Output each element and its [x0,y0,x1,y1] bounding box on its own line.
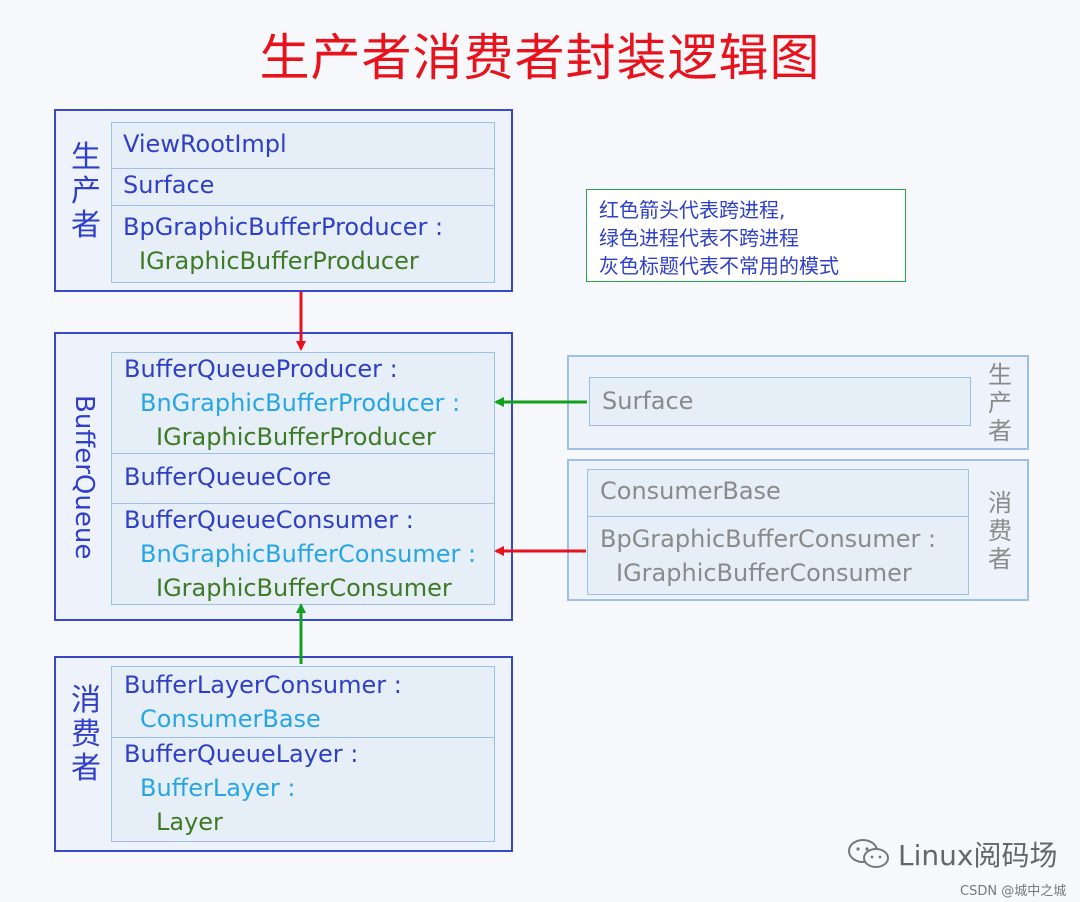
consumer-base-text: ConsumerBase [140,705,321,733]
section-layer-consumer: BufferLayerConsumer : ConsumerBase [112,667,494,737]
igbp-text: IGraphicBufferProducer [139,247,419,275]
gray-producer-label: 生 产 者 [988,361,1012,445]
watermark: Linux阅码场 [846,836,1057,872]
bq-consumer-text: BufferQueueConsumer : [124,506,414,534]
bn-producer-text: BnGraphicBufferProducer : [140,389,461,417]
producer-stack: ViewRootImpl Surface BpGraphicBufferProd… [111,122,495,283]
section-surface: Surface [112,168,494,205]
gray-igbc-text: IGraphicBufferConsumer [616,559,912,587]
layer-consumer-text: BufferLayerConsumer : [124,671,402,699]
legend-line-gray: 灰色标题代表不常用的模式 [599,254,839,278]
consumer-stack: BufferLayerConsumer : ConsumerBase Buffe… [111,666,495,842]
bq-igbc-text: IGraphicBufferConsumer [156,574,452,602]
producer-label: 生 产 者 [71,140,101,243]
bq-core-text: BufferQueueCore [124,463,332,491]
csdn-credit: CSDN @城中之城 [960,884,1067,899]
bq-igbp-text: IGraphicBufferProducer [156,423,436,451]
gray-consumer-stack: ConsumerBase BpGraphicBufferConsumer : I… [587,469,969,595]
gray-surface-text: Surface [602,387,694,415]
section-gray-bp-consumer: BpGraphicBufferConsumer : IGraphicBuffer… [588,516,968,596]
legend-box: 红色箭头代表跨进程, 绿色进程代表不跨进程 灰色标题代表不常用的模式 [586,189,906,282]
gray-consumerbase-text: ConsumerBase [600,477,781,505]
consumer-label: 消 费 者 [71,683,101,786]
bq-layer-text: BufferQueueLayer : [124,740,359,768]
section-viewrootimpl: ViewRootImpl [112,123,494,168]
buffer-layer-text: BufferLayer : [140,774,296,802]
bp-producer-text: BpGraphicBufferProducer : [123,213,444,241]
viewrootimpl-text: ViewRootImpl [123,130,287,158]
legend-line-green: 绿色进程代表不跨进程 [599,226,799,250]
bn-consumer-text: BnGraphicBufferConsumer : [140,540,477,568]
gray-producer-box: Surface 生 产 者 [567,355,1029,450]
layer-text: Layer [156,808,223,836]
wechat-icon [848,839,889,868]
section-bq-producer: BufferQueueProducer : BnGraphicBufferPro… [112,353,494,453]
section-bp-producer: BpGraphicBufferProducer : IGraphicBuffer… [112,205,494,284]
producer-box: 生 产 者 ViewRootImpl Surface BpGraphicBuff… [54,109,513,292]
section-gray-consumerbase: ConsumerBase [588,470,968,516]
consumer-box: 消 费 者 BufferLayerConsumer : ConsumerBase… [54,656,513,852]
legend-line-red: 红色箭头代表跨进程, [599,198,786,222]
gray-consumer-label: 消 费 者 [988,489,1012,573]
page-title: 生产者消费者封装逻辑图 [259,29,821,87]
gray-bp-consumer-text: BpGraphicBufferConsumer : [600,525,937,553]
surface-text: Surface [123,171,215,199]
section-bq-layer: BufferQueueLayer : BufferLayer : Layer [112,737,494,843]
bq-producer-text: BufferQueueProducer : [124,355,398,383]
bufferqueue-stack: BufferQueueProducer : BnGraphicBufferPro… [111,352,495,605]
gray-surface-box: Surface [589,377,971,426]
gray-consumer-box: ConsumerBase BpGraphicBufferConsumer : I… [567,459,1029,601]
section-bq-core: BufferQueueCore [112,453,494,503]
bufferqueue-box: BufferQueue BufferQueueProducer : BnGrap… [54,332,513,621]
watermark-text: Linux阅码场 [898,839,1058,872]
section-bq-consumer: BufferQueueConsumer : BnGraphicBufferCon… [112,503,494,606]
